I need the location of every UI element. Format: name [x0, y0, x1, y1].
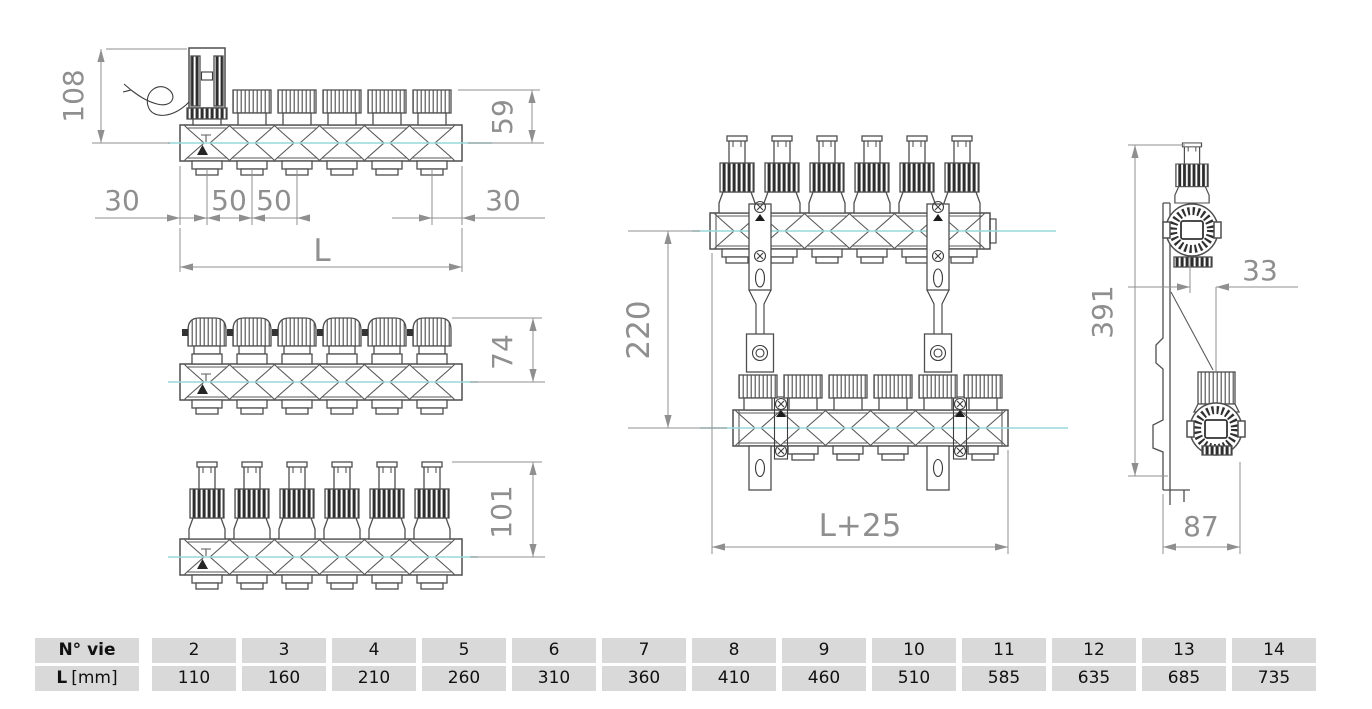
dim-label-87: 87 [1183, 510, 1219, 543]
mounting-bracket-left [745, 200, 775, 373]
table-column: 10 510 [872, 638, 956, 694]
table-column: 2 110 [152, 638, 236, 694]
dim-label-74: 74 [486, 334, 519, 370]
dimensions-view-e: 391 33 87 [1086, 144, 1298, 554]
dim-label-59: 59 [486, 99, 519, 135]
table-header-length: L[mm] [35, 666, 139, 691]
dimension-table: N° vie L[mm] 2 110 3 160 4 210 5 260 6 3… [35, 638, 1322, 694]
actuator-cable [122, 83, 190, 116]
dim-label-30-left: 30 [104, 184, 140, 217]
dim-label-33: 33 [1242, 254, 1278, 287]
outlets-row [191, 160, 448, 176]
mounting-bracket-right [923, 200, 953, 373]
length-value: 460 [782, 666, 866, 691]
lockshield-caps-row [181, 317, 452, 365]
return-clamp-right [952, 396, 968, 460]
flow-meters-row [188, 461, 451, 540]
table-column: 5 260 [422, 638, 506, 694]
length-value: 585 [962, 666, 1046, 691]
ways-value: 4 [332, 638, 416, 663]
ways-value: 2 [152, 638, 236, 663]
ways-value: 13 [1142, 638, 1226, 663]
view-front-lockshield: 74 [168, 317, 545, 415]
table-column: 3 160 [242, 638, 326, 694]
dimensions-view-c: 101 [452, 461, 545, 558]
view-front-flowmeter: 101 [168, 461, 545, 590]
table-column: 7 360 [602, 638, 686, 694]
dim-label-101: 101 [485, 485, 518, 538]
view-front-actuator: 108 59 30 50 50 30 L [57, 47, 545, 272]
side-supply-valve [1162, 203, 1222, 268]
side-return-valve [1186, 371, 1246, 456]
dimensions-view-a: 108 59 30 50 50 30 L [57, 48, 545, 272]
dim-label-108: 108 [57, 69, 90, 122]
length-value: 685 [1142, 666, 1226, 691]
length-value: 635 [1052, 666, 1136, 691]
outlets-row [191, 574, 448, 590]
length-value: 310 [512, 666, 596, 691]
table-column: 9 460 [782, 638, 866, 694]
length-value: 210 [332, 666, 416, 691]
ways-value: 9 [782, 638, 866, 663]
wall-bracket-profile [1152, 202, 1190, 505]
view-side: 391 33 87 [1086, 142, 1298, 554]
length-value: 110 [152, 666, 236, 691]
outlets-row [191, 399, 448, 415]
side-flow-meter [1174, 142, 1210, 204]
view-front-assembly: 220 L+25 [621, 135, 1068, 554]
table-header-ways: N° vie [35, 638, 139, 663]
length-value: 510 [872, 666, 956, 691]
dim-label-50-b: 50 [256, 184, 292, 217]
ways-value: 7 [602, 638, 686, 663]
ways-value: 8 [692, 638, 776, 663]
thermo-actuator [122, 47, 228, 126]
table-column: 8 410 [692, 638, 776, 694]
table-column: 14 735 [1232, 638, 1316, 694]
table-column: 13 685 [1142, 638, 1226, 694]
ways-value: 10 [872, 638, 956, 663]
table-header-column: N° vie L[mm] [35, 638, 139, 694]
length-value: 410 [692, 666, 776, 691]
manifold-technical-drawing: 108 59 30 50 50 30 L [57, 47, 1298, 590]
length-value: 260 [422, 666, 506, 691]
table-column: 6 310 [512, 638, 596, 694]
ways-value: 11 [962, 638, 1046, 663]
dim-label-L: L [313, 233, 331, 269]
return-clamp-left [773, 396, 789, 460]
return-valve-caps [738, 374, 1003, 411]
dimensions-view-b: 74 [452, 317, 545, 383]
length-value: 360 [602, 666, 686, 691]
dimensions-view-d: 220 L+25 [621, 230, 1009, 554]
length-value: 160 [242, 666, 326, 691]
dim-label-30-right: 30 [485, 184, 521, 217]
ways-value: 3 [242, 638, 326, 663]
ways-value: 6 [512, 638, 596, 663]
dim-label-L25: L+25 [819, 508, 902, 544]
ways-value: 12 [1052, 638, 1136, 663]
table-column: 4 210 [332, 638, 416, 694]
table-column: 11 585 [962, 638, 1046, 694]
table-column: 12 635 [1052, 638, 1136, 694]
dim-label-391: 391 [1086, 285, 1119, 338]
valve-caps-row [232, 89, 452, 126]
dim-label-50-a: 50 [211, 184, 247, 217]
length-value: 735 [1232, 666, 1316, 691]
dim-label-220: 220 [621, 300, 657, 359]
ways-value: 14 [1232, 638, 1316, 663]
ways-value: 5 [422, 638, 506, 663]
